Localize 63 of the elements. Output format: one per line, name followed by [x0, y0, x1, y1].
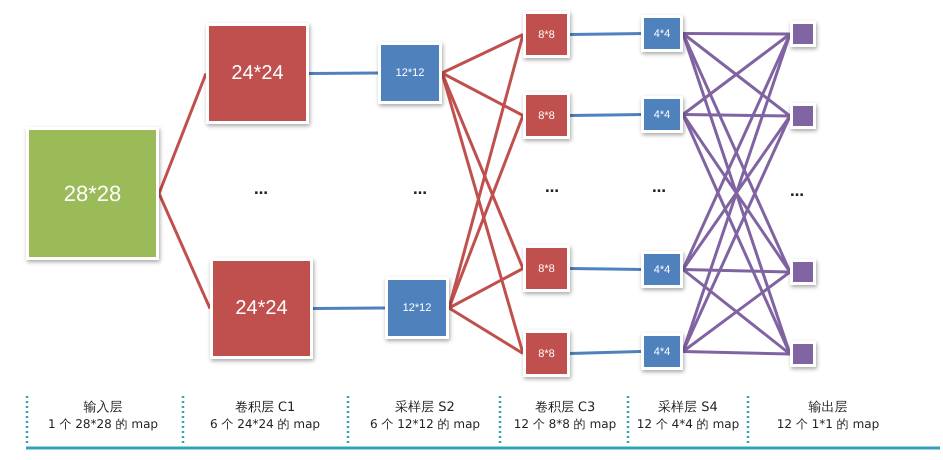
ellipsis: … [413, 182, 427, 198]
feature-map-box [523, 245, 570, 292]
output-box [790, 21, 816, 47]
feature-map-box [641, 15, 683, 52]
connection-line [570, 32, 642, 36]
map-size-label: 4*4 [654, 108, 670, 120]
map-size-label: 8*8 [538, 28, 555, 40]
layer-name: 输出层 [808, 399, 848, 416]
connection-line [682, 268, 790, 274]
feature-map-box [523, 330, 570, 377]
feature-map-box [206, 23, 309, 124]
connection-line [570, 267, 642, 271]
map-size-label: 4*4 [654, 346, 670, 358]
layer-name: 卷积层 C1 [234, 399, 296, 416]
connection-line [158, 192, 212, 310]
output-box [790, 103, 816, 129]
map-size-label: 24*24 [231, 62, 284, 85]
feature-map-box [523, 92, 570, 139]
layer-name: 采样层 S2 [395, 399, 455, 416]
map-count: 6 个 12*12 的 map [370, 416, 480, 433]
ellipsis: … [790, 184, 804, 200]
layer-name: 输入层 [84, 399, 122, 416]
connection-line [448, 306, 524, 355]
map-size-label: 8*8 [538, 262, 555, 274]
feature-map-box [523, 11, 570, 58]
connection-line [683, 32, 790, 36]
map-size-label: 4*4 [654, 264, 670, 276]
map-count: 12 个 1*1 的 map [776, 416, 880, 433]
map-size-label: 12*12 [402, 302, 432, 314]
layer-name: 卷积层 C3 [534, 399, 596, 416]
connection-line [682, 350, 790, 356]
output-box [790, 259, 816, 285]
connection-line [312, 306, 386, 310]
feature-map-box [26, 127, 159, 260]
connection-line [308, 72, 378, 75]
feature-map-box [641, 251, 683, 288]
feature-map-box [385, 277, 449, 339]
ellipsis: … [652, 180, 666, 196]
connection-line [448, 267, 524, 310]
map-size-label: 28*28 [64, 180, 122, 206]
feature-map-box [378, 42, 442, 104]
feature-map-box [641, 333, 683, 370]
map-size-label: 8*8 [538, 110, 555, 122]
map-size-label: 24*24 [235, 297, 288, 320]
map-count: 12 个 4*4 的 map [636, 416, 740, 433]
layer-name: 采样层 S4 [658, 399, 718, 416]
connection-line [158, 72, 208, 194]
connection-line [570, 113, 642, 117]
connection-line [441, 33, 524, 74]
map-size-label: 4*4 [654, 28, 670, 40]
map-count: 6 个 24*24 的 map [210, 416, 320, 433]
output-box [790, 341, 816, 367]
feature-map-box [641, 96, 683, 133]
map-size-label: 8*8 [538, 348, 555, 360]
map-size-label: 12*12 [396, 67, 424, 79]
map-count: 12 个 8*8 的 map [514, 416, 616, 433]
ellipsis: … [254, 182, 268, 198]
map-count: 1 个 28*28 的 map [48, 416, 158, 433]
ellipsis: … [545, 180, 559, 196]
feature-map-box [210, 258, 313, 359]
connection-line [682, 113, 790, 118]
connection-line [570, 350, 642, 355]
connection-line [441, 72, 524, 117]
